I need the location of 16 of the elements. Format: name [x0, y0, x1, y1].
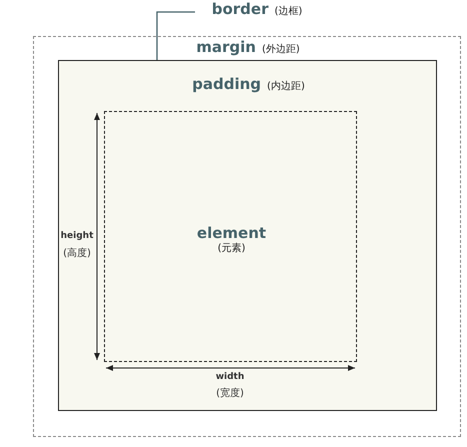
- element-box: [104, 111, 357, 362]
- border-box: [58, 60, 437, 411]
- area-label: border: [212, 0, 268, 18]
- dimension-label: (宽度): [216, 386, 244, 400]
- area-label-translation: (内边距): [267, 81, 305, 93]
- dimension-label: height: [60, 231, 94, 241]
- area-label: margin: [196, 38, 256, 56]
- dimension-label: (高度): [63, 246, 91, 260]
- area-label-translation: (元素): [218, 243, 246, 255]
- area-label: element: [196, 224, 266, 242]
- margin-box: [33, 36, 461, 437]
- leader-line: [156, 11, 195, 60]
- area-label-translation: (外边距): [262, 44, 300, 56]
- dimension-label: width: [216, 372, 244, 382]
- area-label: padding: [192, 75, 262, 93]
- area-label-translation: (边框): [274, 6, 302, 18]
